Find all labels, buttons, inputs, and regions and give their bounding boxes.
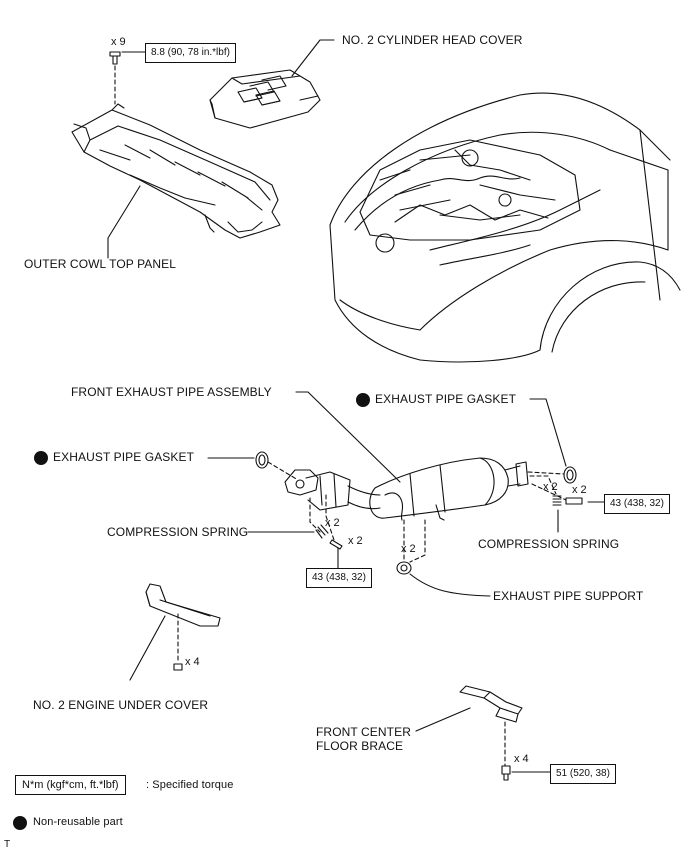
qty-rear-bolt: x 2 [572,484,587,496]
legend-non-reusable-icon [13,816,27,830]
label-floor-brace-line2: FLOOR BRACE [316,739,404,753]
torque-box-floor-brace: 51 (520, 38) [550,764,616,784]
front-exhaust-pipe-part [284,457,529,521]
legend-torque-unit: N*m (kgf*cm, ft.*lbf) [15,775,126,795]
floor-brace-bolt [501,765,511,781]
front-exhaust-pipe-leader [295,391,401,483]
label-front-exhaust-pipe-assembly: FRONT EXHAUST PIPE ASSEMBLY [71,385,272,399]
cylinder-head-cover-leader [291,39,335,77]
label-compression-spring-right: COMPRESSION SPRING [478,537,620,551]
qty-cowl-bolts: x 9 [111,36,126,48]
label-engine-under-cover: NO. 2 ENGINE UNDER COVER [33,698,209,712]
non-reusable-icon [356,393,370,407]
torque-box-cowl: 8.8 (90, 78 in.*lbf) [145,43,236,63]
label-exhaust-pipe-support: EXHAUST PIPE SUPPORT [493,589,644,603]
engine-under-cover-leader [129,615,166,681]
compression-spring-front-part [315,524,329,539]
torque-box-exhaust-rear: 43 (438, 32) [604,494,670,514]
floor-brace-leader [415,707,471,732]
non-reusable-icon [34,451,48,465]
label-exhaust-pipe-gasket-right: EXHAUST PIPE GASKET [375,392,517,406]
front-bolt-part [329,539,343,550]
legend-torque-desc: : Specified torque [146,779,234,791]
rear-bolt-part [565,497,583,505]
exhaust-pipe-support-part [396,561,412,575]
engine-under-cover-part [145,583,221,627]
label-exhaust-pipe-gasket-left: EXHAUST PIPE GASKET [53,450,195,464]
qty-rear-spring: x 2 [543,481,558,493]
label-floor-brace-line1: FRONT CENTER [316,725,411,739]
floor-brace-part [459,685,523,723]
exhaust-gasket-left-part [255,451,269,469]
exhaust-pipe-support-leader [409,573,491,597]
label-compression-spring-left: COMPRESSION SPRING [107,525,249,539]
exhaust-gasket-right-leader [529,398,567,467]
outer-cowl-top-panel-part [71,103,281,239]
qty-support-bolt: x 2 [401,543,416,555]
qty-under-cover: x 4 [185,656,200,668]
corner-mark: T [4,839,11,850]
qty-front-spring: x 2 [325,517,340,529]
qty-floor-brace: x 4 [514,753,529,765]
label-outer-cowl-top-panel: OUTER COWL TOP PANEL [24,257,177,271]
qty-front-bolt: x 2 [348,535,363,547]
cowl-bolt [109,51,121,65]
cylinder-head-cover-part [209,69,321,129]
vehicle-illustration [329,92,681,363]
under-cover-bolt [173,663,183,671]
outer-cowl-top-panel-leader [107,185,141,259]
label-cylinder-head-cover: NO. 2 CYLINDER HEAD COVER [342,33,523,47]
legend-non-reusable-text: Non-reusable part [33,816,123,828]
torque-box-exhaust-front: 43 (438, 32) [306,568,372,588]
exhaust-gasket-right-part [563,466,577,484]
